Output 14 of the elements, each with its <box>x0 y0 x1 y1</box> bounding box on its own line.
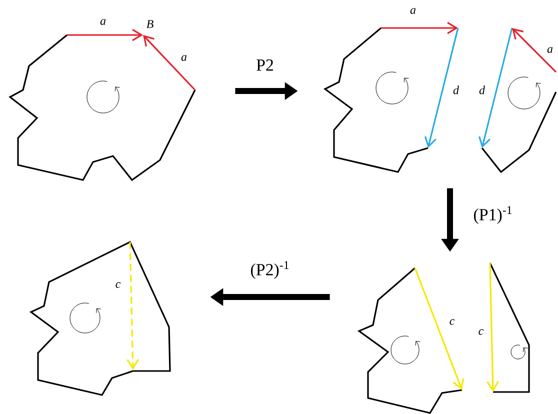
polygon-drawing <box>29 240 171 396</box>
polygon-drawing <box>8 28 196 182</box>
edge-label: (P2)$^{-1}$ <box>250 261 289 279</box>
polygon-drawing <box>323 22 557 174</box>
edge-label: P2 <box>256 59 273 71</box>
edge-label: (P1)$^{-1}$ <box>474 206 512 224</box>
edge-letter: d <box>453 86 460 94</box>
edge-letter: c <box>116 282 121 288</box>
edge-letter: a <box>181 55 187 61</box>
polygon-drawing <box>357 262 530 414</box>
edge-letter: a <box>547 47 553 53</box>
edge-letter: c <box>478 329 484 335</box>
edge-letter: d <box>479 86 486 94</box>
edge-letter: c <box>450 319 455 325</box>
